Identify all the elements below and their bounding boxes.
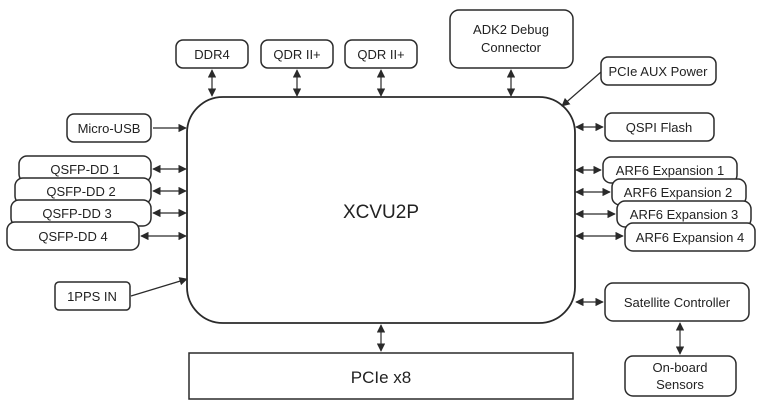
1pps-connector <box>130 277 188 297</box>
qdr-block-2: QDR II+ <box>344 39 418 69</box>
qsfp-label-1: QSFP-DD 1 <box>50 162 119 177</box>
fpga-block <box>186 96 576 324</box>
arf6-expansion-block-4: ARF6 Expansion 4 <box>624 222 756 252</box>
arf6-label-2: ARF6 Expansion 2 <box>624 185 732 200</box>
arf6-label-1: ARF6 Expansion 1 <box>616 163 724 178</box>
qdr-block-1: QDR II+ <box>260 39 334 69</box>
satellite-controller-block: Satellite Controller <box>604 282 750 322</box>
fpga-label: XCVU2P <box>343 202 419 223</box>
qsfp-label-2: QSFP-DD 2 <box>46 184 115 199</box>
sensors-label-line2: Sensors <box>656 377 704 392</box>
ddr4-label: DDR4 <box>194 47 229 62</box>
qsfp-block-3: QSFP-DD 3 <box>10 199 152 227</box>
qspi-flash-block: QSPI Flash <box>604 112 715 142</box>
pcie-aux-label: PCIe AUX Power <box>609 64 709 79</box>
arf6-expansion-block-3: ARF6 Expansion 3 <box>616 200 752 228</box>
arf6-expansion-block-2: ARF6 Expansion 2 <box>611 178 747 206</box>
pcie-x8-label: PCIe x8 <box>351 368 411 387</box>
satellite-label: Satellite Controller <box>624 295 731 310</box>
arf6-label-4: ARF6 Expansion 4 <box>636 230 744 245</box>
arf6-expansion-block-1: ARF6 Expansion 1 <box>602 156 738 184</box>
qsfp-label-3: QSFP-DD 3 <box>42 206 111 221</box>
1pps-label: 1PPS IN <box>67 289 117 304</box>
qdr-label-1: QDR II+ <box>273 47 320 62</box>
adk2-label-line1: ADK2 Debug <box>473 22 549 37</box>
ddr4-block: DDR4 <box>175 39 249 69</box>
arf6-label-3: ARF6 Expansion 3 <box>630 207 738 222</box>
pcie-aux-connector <box>561 71 602 107</box>
onboard-sensors-block: On-board Sensors <box>624 355 737 397</box>
sensors-label-line1: On-board <box>653 360 708 375</box>
qspi-label: QSPI Flash <box>626 120 692 135</box>
pcie-x8-block: PCIe x8 <box>188 352 574 400</box>
qsfp-label-4: QSFP-DD 4 <box>38 229 107 244</box>
pcie-aux-power-block: PCIe AUX Power <box>600 56 717 86</box>
qdr-label-2: QDR II+ <box>357 47 404 62</box>
qsfp-block-1: QSFP-DD 1 <box>18 155 152 183</box>
micro-usb-label: Micro-USB <box>78 121 141 136</box>
micro-usb-block: Micro-USB <box>66 113 152 143</box>
adk2-label-line2: Connector <box>481 40 542 55</box>
qsfp-block-4: QSFP-DD 4 <box>6 221 140 251</box>
1pps-in-block: 1PPS IN <box>54 281 131 311</box>
adk2-debug-block: ADK2 Debug Connector <box>449 9 574 69</box>
